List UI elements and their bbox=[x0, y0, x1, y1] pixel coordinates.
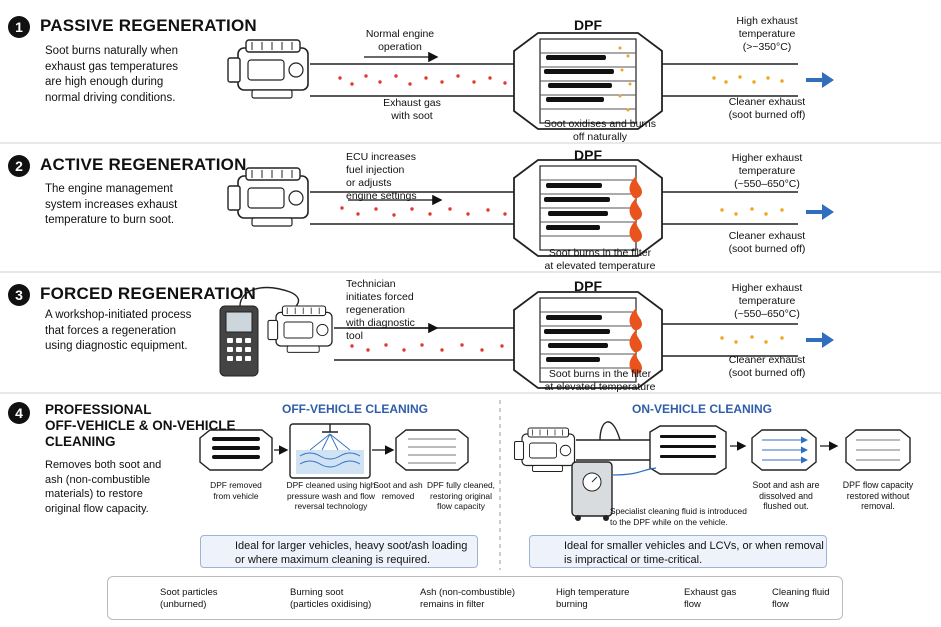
flames-3 bbox=[629, 308, 642, 375]
engine-3 bbox=[267, 305, 333, 354]
section-number: 2 bbox=[8, 155, 30, 177]
legend-soot: Soot particles(unburned) bbox=[160, 587, 218, 610]
on-step-flush bbox=[751, 429, 817, 471]
flames-2 bbox=[629, 176, 642, 243]
dpf-label: DPF bbox=[574, 278, 602, 294]
on-step-restored bbox=[845, 429, 911, 471]
dpf-label: DPF bbox=[574, 147, 602, 163]
output-label: Cleaner exhaust(soot burned off) bbox=[728, 96, 806, 121]
diagnostic-tool bbox=[219, 286, 300, 377]
legend-burning: Burning soot(particles oxidising) bbox=[290, 587, 372, 610]
off-vehicle-heading: OFF-VEHICLE CLEANING bbox=[282, 402, 428, 416]
section-title: PASSIVE REGENERATION bbox=[40, 16, 257, 35]
dpf-label: DPF bbox=[574, 17, 602, 33]
engine-1 bbox=[227, 39, 309, 99]
section-number: 3 bbox=[8, 284, 30, 306]
section-number: 4 bbox=[8, 402, 30, 424]
off-step-wash bbox=[289, 423, 371, 479]
engine-2 bbox=[227, 167, 309, 227]
section-title: ACTIVE REGENERATION bbox=[40, 155, 247, 174]
legend bbox=[107, 576, 843, 620]
off-step-dpf-dirty bbox=[199, 429, 273, 471]
off-step-dpf-clean bbox=[395, 429, 469, 471]
output-label: Cleaner exhaust(soot burned off) bbox=[728, 354, 806, 379]
off-vehicle-note: Ideal for larger vehicles, heavy soot/as… bbox=[200, 535, 478, 568]
output-label: Cleaner exhaust(soot burned off) bbox=[728, 230, 806, 255]
section-title: FORCED REGENERATION bbox=[40, 284, 256, 303]
on-vehicle-note: Ideal for smaller vehicles and LCVs, or … bbox=[529, 535, 827, 568]
on-vehicle-heading: ON-VEHICLE CLEANING bbox=[632, 402, 773, 416]
on-vehicle-setup bbox=[513, 421, 727, 521]
section-number: 1 bbox=[8, 16, 30, 38]
legend-ash: Ash (non-combustible)remains in filter bbox=[420, 587, 516, 610]
